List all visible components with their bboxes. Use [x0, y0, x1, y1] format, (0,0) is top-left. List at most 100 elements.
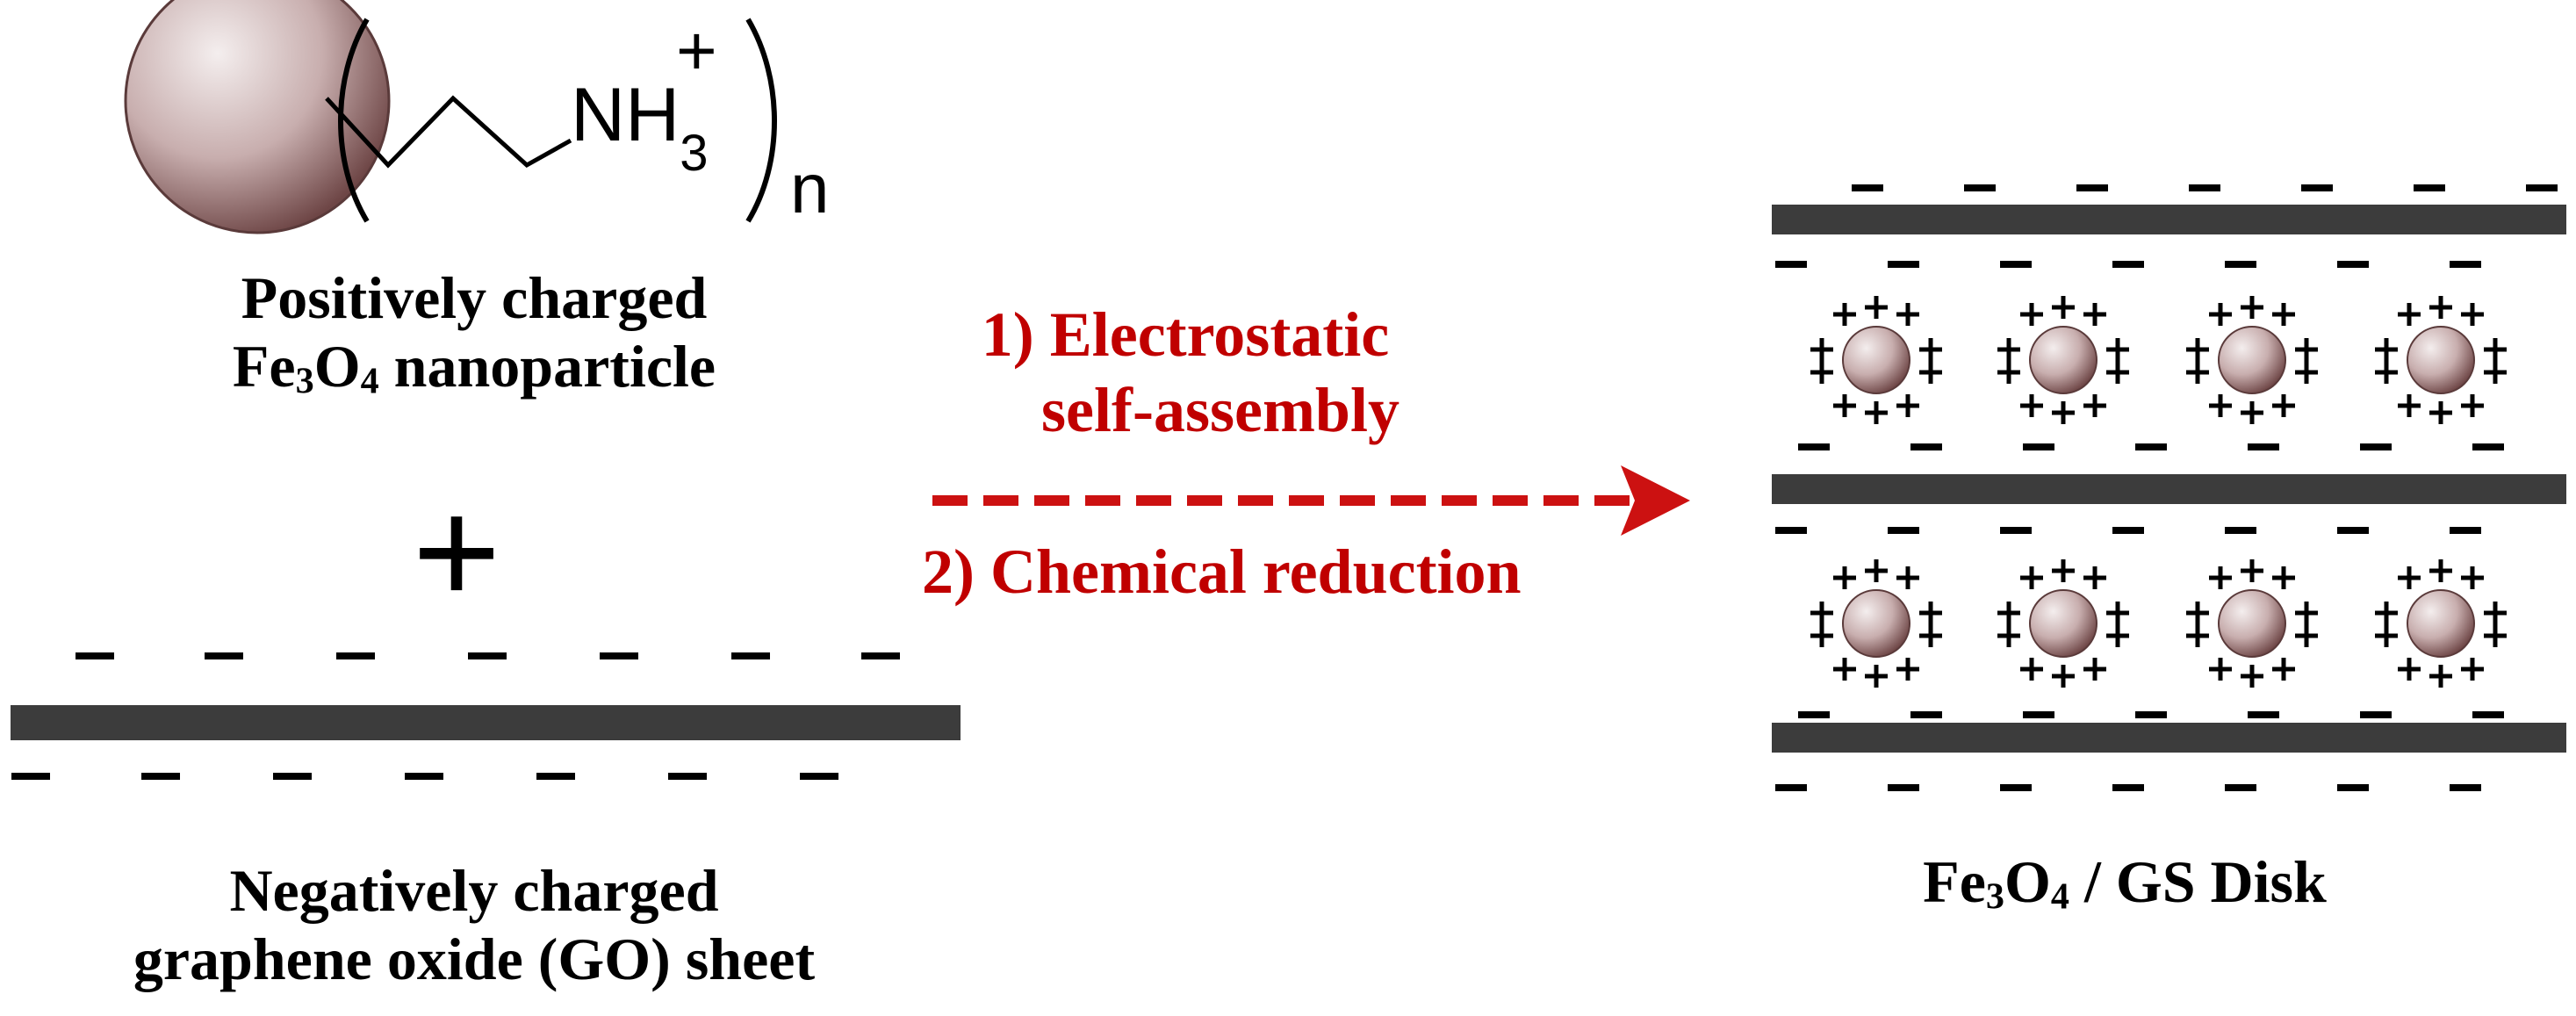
positive-charge — [1997, 602, 2020, 624]
plus-v — [2092, 658, 2097, 681]
negative-charge — [2000, 527, 2032, 534]
plus-v — [1874, 559, 1879, 582]
plus-v — [2006, 338, 2011, 361]
positive-charge — [2052, 665, 2075, 688]
positive-charge — [1997, 361, 2020, 384]
negative-charge — [800, 773, 838, 780]
negative-charge — [468, 652, 507, 659]
plus-v — [2115, 338, 2120, 361]
negative-charge — [2301, 184, 2333, 191]
negative-charge — [1852, 184, 1883, 191]
plus-v — [2061, 401, 2066, 424]
right-parenthesis — [745, 18, 777, 223]
positive-charge — [2295, 602, 2318, 624]
negative-charge — [1888, 784, 1919, 791]
nanoparticle-sphere — [2218, 589, 2286, 658]
plus-v — [2493, 602, 2498, 624]
nanoparticle-sphere — [2218, 326, 2286, 394]
positive-charge — [1919, 361, 1942, 384]
plus-v — [1842, 658, 1847, 681]
positive-charge — [2186, 338, 2209, 361]
plus-v — [2493, 338, 2498, 361]
plus-v — [1874, 401, 1879, 424]
negative-charge — [2225, 261, 2256, 268]
nanoparticle-sphere — [124, 0, 391, 234]
negative-charge — [1775, 784, 1807, 791]
positive-charge — [2186, 602, 2209, 624]
negative-charge — [2000, 261, 2032, 268]
positive-particle-label: Positively charged Fe3O4 nanoparticle — [0, 263, 948, 400]
positive-charge — [2052, 401, 2075, 424]
negative-charge — [205, 652, 243, 659]
positive-charge — [1865, 559, 1888, 582]
positive-charge — [1997, 624, 2020, 647]
positive-charge — [2398, 303, 2421, 326]
positive-charge — [1865, 665, 1888, 688]
negative-charge — [2023, 443, 2054, 450]
plus-v — [2218, 303, 2223, 326]
positive-charge — [2272, 303, 2295, 326]
negative-charge — [141, 773, 180, 780]
negative-charge — [2189, 184, 2220, 191]
negative-charge — [2472, 711, 2504, 718]
plus-v — [2061, 559, 2066, 582]
positive-charge — [1896, 303, 1919, 326]
fe-text: Fe — [232, 333, 296, 400]
positive-charge — [1810, 624, 1833, 647]
plus-v — [1819, 624, 1824, 647]
positive-charge — [2375, 361, 2398, 384]
plus-v — [2029, 394, 2034, 417]
o-subscript: 4 — [360, 360, 379, 402]
product-fe-subscript: 3 — [1985, 875, 2004, 918]
negative-charge — [2472, 443, 2504, 450]
positive-charge — [2106, 338, 2129, 361]
positive-charge — [1833, 303, 1856, 326]
reaction-arrow — [932, 465, 1690, 536]
plus-v — [2195, 624, 2200, 647]
plus-v — [2304, 602, 2309, 624]
positive-charge — [2083, 566, 2106, 589]
negative-charge — [405, 773, 443, 780]
positive-charge — [2484, 602, 2507, 624]
plus-v — [2249, 401, 2255, 424]
positive-charge — [1919, 602, 1942, 624]
positive-charge — [2052, 559, 2075, 582]
negative-charge — [336, 652, 375, 659]
negative-charge — [2360, 443, 2392, 450]
positive-charge — [2241, 401, 2263, 424]
positive-charge — [2461, 394, 2484, 417]
negative-charge — [1910, 711, 1942, 718]
negative-charge — [2450, 261, 2481, 268]
plus-v — [2493, 624, 2498, 647]
positive-charge — [2375, 602, 2398, 624]
plus-v — [1905, 394, 1910, 417]
fe3o4-nanoparticle — [124, 0, 777, 234]
plus-v — [2249, 559, 2255, 582]
plus-v — [2249, 665, 2255, 688]
positive-charge — [2461, 303, 2484, 326]
plus-v — [2407, 566, 2412, 589]
plus-v — [2304, 338, 2309, 361]
positive-charge — [2272, 566, 2295, 589]
plus-v — [2195, 338, 2200, 361]
plus-v — [2470, 394, 2475, 417]
plus-v — [2384, 624, 2389, 647]
positive-charge — [2020, 566, 2043, 589]
plus-v — [1905, 303, 1910, 326]
positive-charge — [2106, 624, 2129, 647]
plus-v — [1928, 361, 1933, 384]
small-nanoparticle — [1997, 296, 2129, 424]
plus-v — [2115, 361, 2120, 384]
positive-charge — [1896, 566, 1919, 589]
positive-charge — [2484, 624, 2507, 647]
negative-charge — [668, 773, 707, 780]
plus-v — [2195, 602, 2200, 624]
negative-charge — [600, 652, 638, 659]
negative-charge — [2450, 527, 2481, 534]
negative-charge — [1888, 527, 1919, 534]
negative-charge — [536, 773, 575, 780]
positive-label-line1: Positively charged — [241, 264, 708, 331]
plus-v — [2384, 338, 2389, 361]
positive-charge — [2186, 361, 2209, 384]
negative-charge — [2337, 784, 2369, 791]
